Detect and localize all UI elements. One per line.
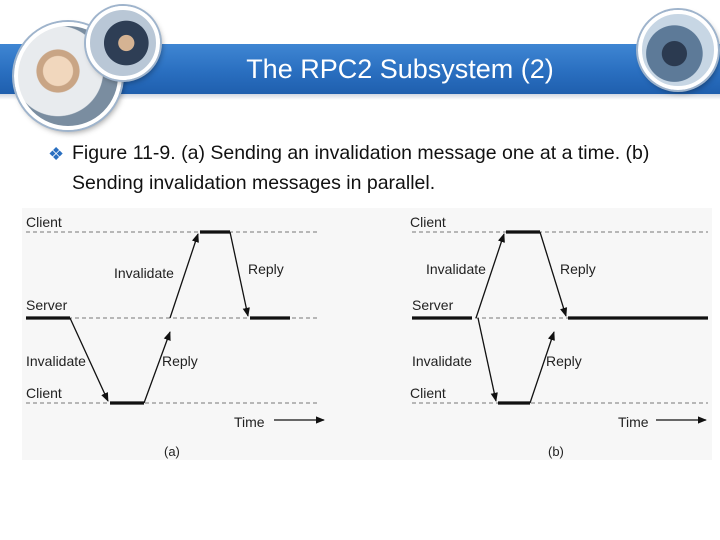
title-band-shadow	[0, 94, 720, 100]
bullet-diamond-icon: ❖	[48, 144, 65, 164]
panel-a-server-label: Server	[26, 297, 68, 313]
figure-caption: ❖ Figure 11-9. (a) Sending an invalidati…	[48, 138, 708, 198]
panel-a-reply-top-label: Reply	[248, 261, 284, 277]
panel-a-invalidate-top-label: Invalidate	[114, 265, 174, 281]
panel-b-invalidate-bottom-label: Invalidate	[412, 353, 472, 369]
slide-title: The RPC2 Subsystem (2)	[246, 54, 554, 84]
panel-b-server-label: Server	[412, 297, 454, 313]
panel-a-reply-bottom-label: Reply	[162, 353, 198, 369]
panel-b: Client Invalidate Reply Server Invalidat…	[410, 214, 708, 459]
panel-b-bottom-client-label: Client	[410, 385, 446, 401]
panel-a-top-client-label: Client	[26, 214, 62, 230]
panel-a-invalidate-arrow-top	[169, 233, 199, 319]
panel-b-reply-arrow-bottom	[529, 331, 555, 404]
panel-a: Client Invalidate Reply Server Invalidat…	[26, 214, 325, 459]
panel-b-top-client-label: Client	[410, 214, 446, 230]
panel-a-bottom-client-label: Client	[26, 385, 62, 401]
caption-text: Figure 11-9. (a) Sending an invalidation…	[72, 142, 650, 194]
panel-a-sublabel: (a)	[164, 444, 180, 459]
panel-a-time-label: Time	[234, 414, 265, 430]
invalidation-diagram: Client Invalidate Reply Server Invalidat…	[26, 214, 708, 459]
panel-a-reply-arrow-bottom	[143, 331, 171, 404]
people-photo-small	[86, 6, 160, 80]
panel-b-invalidate-top-label: Invalidate	[426, 261, 486, 277]
panel-b-sublabel: (b)	[548, 444, 564, 459]
panel-b-time-label: Time	[618, 414, 649, 430]
panel-a-reply-arrow-top	[229, 231, 250, 317]
panel-b-invalidate-arrow-bottom	[477, 317, 498, 402]
panel-b-reply-top-label: Reply	[560, 261, 596, 277]
panel-b-invalidate-arrow-top	[475, 233, 505, 319]
panel-b-reply-bottom-label: Reply	[546, 353, 582, 369]
panel-b-reply-arrow-top	[539, 231, 568, 317]
invalidation-figure: Client Invalidate Reply Server Invalidat…	[22, 208, 712, 460]
people-photo-right	[638, 10, 718, 90]
panel-a-invalidate-arrow-bottom	[69, 317, 109, 402]
panel-a-invalidate-bottom-label: Invalidate	[26, 353, 86, 369]
